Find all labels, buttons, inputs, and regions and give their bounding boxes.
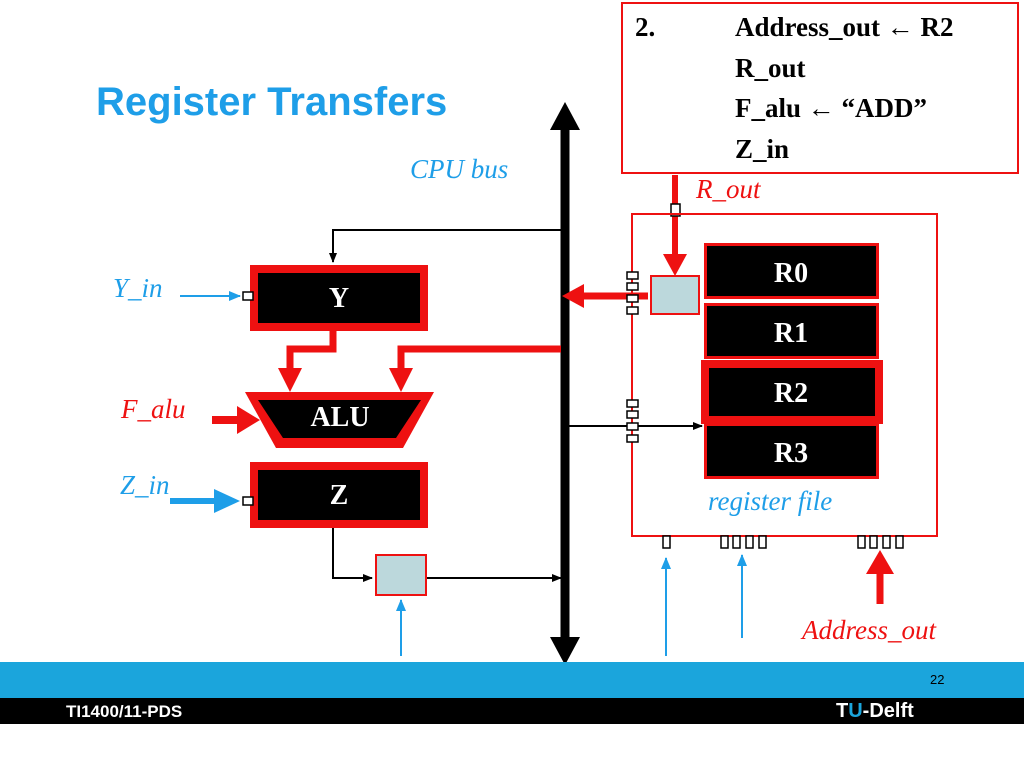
y-in-port: [242, 291, 254, 301]
alu-in-left-arrow: [278, 368, 302, 392]
register-r1: R1: [704, 303, 879, 359]
z-in-label: Z_in: [120, 470, 170, 500]
register-file-out-buffer: [650, 275, 700, 315]
r-out-label: R_out: [696, 174, 761, 204]
z-register-label: Z: [330, 480, 349, 511]
alu-in-right-arrow: [389, 368, 413, 392]
register-file-left-ports: [626, 271, 639, 443]
register-r0: R0: [704, 243, 879, 299]
f-alu-label: F_alu: [121, 394, 186, 424]
cpu-bus: [550, 102, 580, 665]
slide-title: Register Transfers: [96, 80, 448, 124]
cpu-bus-label: CPU bus: [410, 154, 509, 184]
page-number: 22: [930, 672, 945, 687]
footer-band: [0, 662, 1024, 698]
register-file-bottom-ports: [662, 535, 904, 549]
r-out-arrow: [663, 254, 687, 276]
svg-text:R1: R1: [774, 318, 808, 349]
register-file: [631, 213, 938, 537]
svg-text:R0: R0: [774, 258, 808, 289]
alu-label: ALU: [310, 402, 369, 433]
step-line-3: F_alu ← “ADD”: [735, 93, 928, 123]
address-out-label: Address_out: [802, 615, 936, 645]
step-box: 2. Address_out ← R2 R_out F_alu ← “ADD” …: [621, 2, 1019, 174]
tu-delft-logo: TU-Delft: [836, 700, 914, 722]
z-out-buffer: [375, 554, 427, 596]
svg-text:R2: R2: [774, 378, 808, 409]
step-number: 2.: [635, 12, 656, 42]
bus-in-arrow: [562, 284, 584, 308]
register-file-label: register file: [708, 486, 833, 516]
z-in-port: [242, 496, 254, 506]
r-out-port: [670, 203, 681, 217]
y-in-label: Y_in: [113, 273, 163, 303]
step-line-4: Z_in: [735, 134, 790, 164]
register-r2: R2: [701, 360, 883, 424]
course-code: TI1400/11-PDS: [66, 702, 183, 721]
svg-text:R3: R3: [774, 438, 808, 469]
footer-bar: [0, 698, 1024, 724]
step-line-1: Address_out ← R2: [735, 12, 954, 42]
step-line-2: R_out: [735, 53, 806, 83]
y-register-label: Y: [329, 283, 349, 314]
register-r3: R3: [704, 423, 879, 479]
